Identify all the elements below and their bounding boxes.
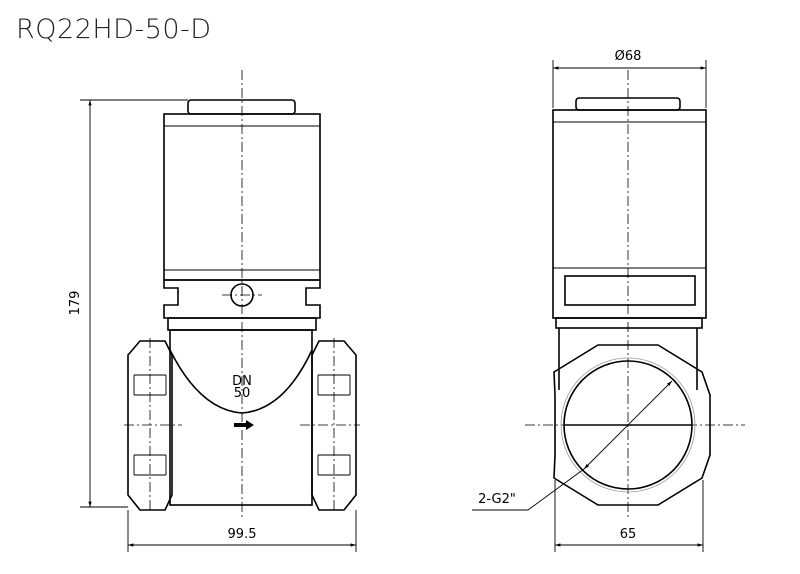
body-curve [169,349,313,414]
collar [555,317,703,329]
marking-dn: DN [232,374,252,389]
thread-dimension-line [583,380,673,470]
front-view: DN 50 179 99.5 [68,70,360,552]
marking-size: 50 [234,386,251,401]
side-view: 2-G2" Ø68 65 [472,49,745,552]
right-hex-nut [300,338,360,512]
height-dimension: 179 [68,291,83,316]
valve-body [169,329,313,506]
thread-label: 2-G2" [478,492,516,507]
nameplate-window [564,275,696,306]
neck [163,279,321,319]
drawing-title: RQ22HD-50-D [16,14,212,45]
diameter-dimension: Ø68 [615,49,642,64]
left-hex-nut [124,338,182,512]
side-width-dimension: 65 [620,527,637,542]
actuator-cap [187,99,296,115]
width-dimension: 99.5 [228,527,257,542]
actuator-body [552,109,707,319]
flow-arrow-icon [234,420,254,430]
port-hex [553,344,711,506]
